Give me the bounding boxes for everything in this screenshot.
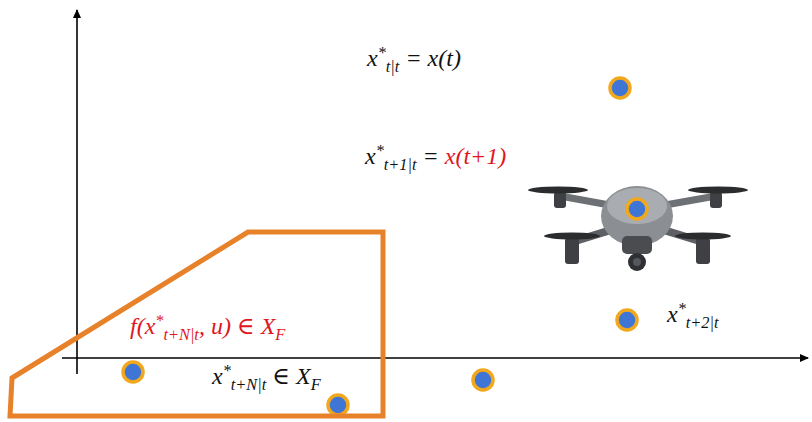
math-part: x: [365, 143, 376, 169]
math-part: x(t+1): [445, 143, 507, 169]
state-label: x*t|t = x(t): [367, 44, 461, 73]
math-part: *: [376, 141, 384, 160]
math-part: x: [367, 45, 378, 71]
math-part: t+N|t: [231, 375, 266, 394]
math-part: ∈ X: [266, 363, 310, 389]
math-part: *: [155, 311, 163, 330]
math-part: F: [311, 375, 321, 394]
terminal-set: f(x*t+N|t, u) ∈ XFx*t+N|t ∈ XF: [6, 228, 388, 422]
math-part: = x(t): [399, 45, 461, 71]
math-part: t+1|t: [384, 155, 417, 174]
math-part: *: [678, 299, 686, 318]
drone: [528, 186, 748, 271]
x-axis: [62, 357, 808, 359]
math-part: x: [667, 301, 678, 327]
y-axis: [76, 10, 78, 374]
math-part: , u) ∈ X: [199, 313, 275, 339]
constraint-label: f(x*t+N|t, u) ∈ XF: [130, 312, 285, 341]
math-part: *: [378, 43, 386, 62]
state-label: x*t+1|t = x(t+1): [365, 142, 506, 171]
state-label: x*t+2|t: [667, 300, 719, 329]
math-part: x: [212, 363, 223, 389]
math-part: *: [223, 361, 231, 380]
math-part: =: [417, 143, 445, 169]
math-part: F: [275, 325, 285, 344]
set-label: x*t+N|t ∈ XF: [212, 362, 321, 391]
math-part: t+N|t: [163, 325, 198, 344]
math-part: t|t: [386, 57, 400, 76]
math-part: t+2|t: [686, 313, 719, 332]
math-part: f(x: [130, 313, 155, 339]
